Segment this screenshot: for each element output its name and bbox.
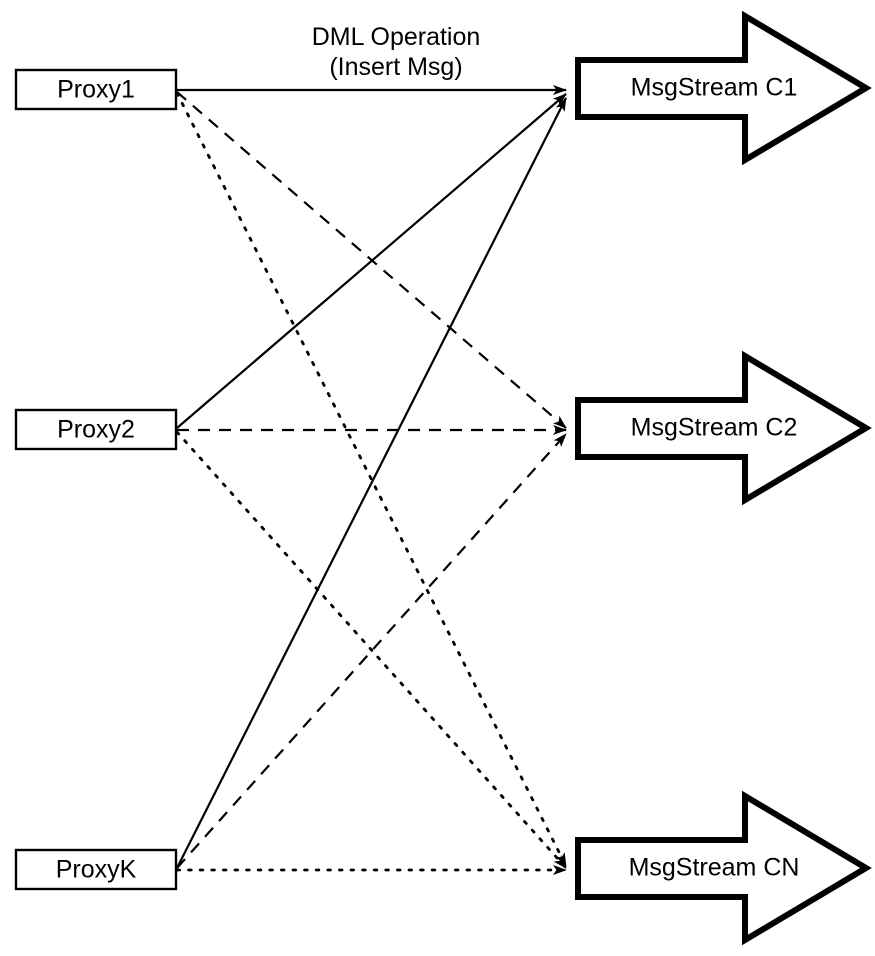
edge-proxyk-to-stream-c1 xyxy=(176,97,567,869)
node-proxyk[interactable]: ProxyK xyxy=(14,848,178,891)
node-proxy1[interactable]: Proxy1 xyxy=(14,68,178,111)
node-proxy2[interactable]: Proxy2 xyxy=(14,408,178,451)
edge-label-line2: (Insert Msg) xyxy=(329,53,462,81)
edge-group-proxy2 xyxy=(175,93,568,870)
node-stream-c1[interactable]: MsgStream C1 xyxy=(575,10,872,166)
edge-proxyk-to-stream-c2 xyxy=(176,433,567,869)
edge-label-line1: DML Operation xyxy=(312,23,481,51)
edge-group-proxyk xyxy=(175,97,568,875)
node-proxyk-box[interactable] xyxy=(14,848,178,891)
node-proxy1-box[interactable] xyxy=(14,68,178,111)
edge-group-proxy1 xyxy=(175,85,568,868)
stream-cn-arrow-shape[interactable] xyxy=(575,790,872,946)
stream-c1-label: MsgStream C1 xyxy=(631,74,798,102)
node-proxy1-label: Proxy1 xyxy=(57,76,135,104)
stream-c2-label: MsgStream C2 xyxy=(631,414,798,442)
stream-c2-arrow-shape[interactable] xyxy=(575,350,872,506)
edge-proxy2-to-stream-c1 xyxy=(176,93,567,429)
node-proxy2-label: Proxy2 xyxy=(57,416,135,444)
node-proxy2-box[interactable] xyxy=(14,408,178,451)
node-stream-cn[interactable]: MsgStream CN xyxy=(575,790,872,946)
node-proxyk-label: ProxyK xyxy=(56,856,137,884)
edge-proxy2-to-stream-cn xyxy=(175,430,568,870)
edge-label-dml-operation: DML Operation (Insert Msg) xyxy=(312,23,481,81)
stream-c1-arrow-shape[interactable] xyxy=(575,10,872,166)
edge-proxy1-to-stream-cn xyxy=(175,91,568,868)
stream-cn-label: MsgStream CN xyxy=(629,854,800,882)
node-stream-c2[interactable]: MsgStream C2 xyxy=(575,350,872,506)
